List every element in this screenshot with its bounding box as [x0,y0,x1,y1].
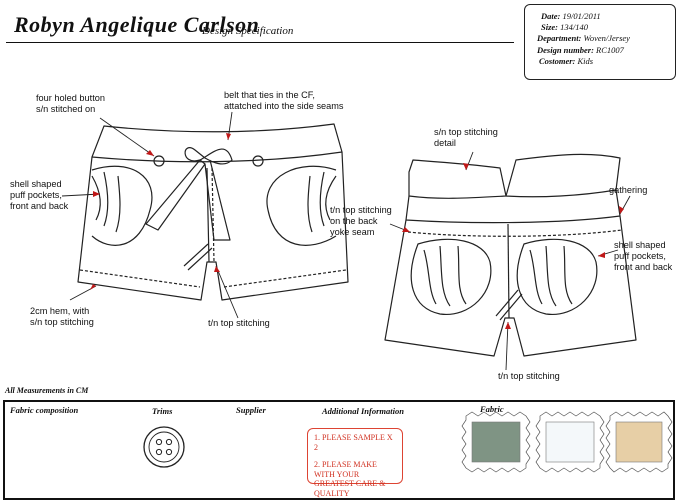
fabric-swatch-green [471,421,521,463]
front-pocket-right [266,165,337,246]
document-subtitle: Design Specification [202,25,294,37]
front-belt-bow [184,147,233,165]
customer-value: Kids [577,56,594,66]
leader-arrows [90,133,624,329]
fabric-composition-heading: Fabric composition [10,405,79,415]
annotation-pocket-front: shell shaped puff pockets, front and bac… [10,179,68,212]
annotation-belt-line2: attatched into the side seams [224,101,344,111]
fabric-heading: Fabric [480,404,504,414]
annotation-pocket-back-line1: shell shaped [614,240,666,250]
department-value: Woven/Jersey [583,33,630,43]
supplier-heading: Supplier [236,405,266,415]
design-number-value: RC1007 [596,45,624,55]
spec-info-box: Date: 19/01/2011 Size: 134/140 Departmen… [524,4,676,80]
size-value: 134/140 [560,22,588,32]
date-value: 19/01/2011 [562,11,601,21]
sample-note-2: 2. PLEASE MAKE WITH YOUR GREATEST CARE &… [314,460,386,498]
department-label: Department: [537,33,582,43]
annotation-gathering: gathering [609,185,648,195]
front-body [77,151,349,301]
back-view-shorts [384,153,637,357]
front-pocket-left [91,165,153,246]
trims-heading: Trims [152,406,173,416]
customer-label: Costomer: [539,56,576,66]
fabric-swatch-beige [615,421,663,463]
info-department: Department: Woven/Jersey [537,33,630,43]
annotation-pocket-back: shell shaped puff pockets, front and bac… [614,240,672,273]
fabric-swatch-white [545,421,595,463]
front-waistband [91,123,343,163]
annotation-hem: 2cm hem, with s/n top stitching [30,306,94,328]
annotation-sn-detail: s/n top stitching detail [434,127,498,149]
annotation-pocket-front-line2: puff pockets, [10,190,62,200]
sample-note-1: 1. PLEASE SAMPLE X 2 [314,433,393,452]
front-button-left [153,155,165,167]
annotation-yoke-line3: yoke seam [330,227,375,237]
info-date: Date: 19/01/2011 [541,11,601,21]
back-pocket-left [410,238,492,315]
measurements-note: All Measurements in CM [5,386,89,395]
spec-footer-box [3,400,675,500]
annotation-button-line2: s/n stitched on [36,104,96,114]
info-customer: Costomer: Kids [539,56,593,66]
title-divider [6,42,514,43]
annotation-pocket-front-line3: front and back [10,201,69,211]
annotation-pocket-back-line3: front and back [614,262,673,272]
date-label: Date: [541,11,561,21]
annotation-sn-detail-line1: s/n top stitching [434,127,498,137]
size-label: Size: [541,22,558,32]
annotation-yoke-line2: on the back [330,216,378,226]
annotation-tn-front: t/n top stitching [208,318,270,328]
annotation-button-line1: four holed button [36,93,105,103]
annotation-yoke: t/n top stitching on the back yoke seam [330,205,392,238]
design-number-label: Design number: [537,45,594,55]
annotation-belt-line1: belt that ties in the CF, [224,90,315,100]
front-button-right [252,155,264,167]
annotation-sn-detail-line2: detail [434,138,456,148]
additional-information-heading: Additional Information [322,406,404,416]
annotation-hem-line1: 2cm hem, with [30,306,90,316]
annotation-pocket-back-line2: puff pockets, [614,251,666,261]
info-size: Size: 134/140 [541,22,588,32]
annotation-button: four holed button s/n stitched on [36,93,105,115]
sample-instructions-box: 1. PLEASE SAMPLE X 2 2. PLEASE MAKE WITH… [307,428,403,498]
info-design-number: Design number: RC1007 [537,45,624,55]
annotation-pocket-front-line1: shell shaped [10,179,62,189]
back-pocket-right [516,238,598,315]
annotation-yoke-line1: t/n top stitching [330,205,392,215]
back-waistband [408,159,507,199]
annotation-tn-back: t/n top stitching [498,371,560,381]
back-yoke [405,189,621,224]
back-body [384,215,637,357]
designer-name: Robyn Angelique Carlson [14,12,260,37]
front-view-shorts [77,123,349,301]
annotation-hem-line2: s/n top stitching [30,317,94,327]
annotation-belt: belt that ties in the CF, attatched into… [224,90,344,112]
